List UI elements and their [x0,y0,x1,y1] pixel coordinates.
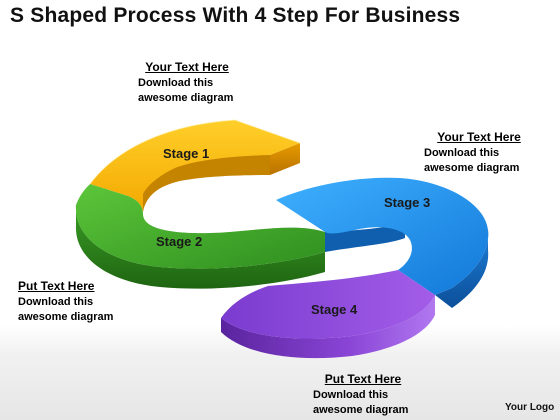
stage-3-label: Stage 3 [384,195,430,210]
text-note-left: Put Text Here Download this awesome diag… [18,279,138,325]
note-line: Download this [313,389,389,401]
stage-1-segment [89,119,301,214]
note-heading: Put Text Here [18,279,95,293]
logo-text: Your Logo [505,402,555,413]
stage-4-label: Stage 4 [311,302,358,317]
note-line: awesome diagram [138,92,234,104]
note-heading: Your Text Here [437,130,521,144]
note-heading: Put Text Here [324,372,402,386]
note-line: awesome diagram [313,404,409,416]
text-note-bottom: Put Text Here Download this awesome diag… [313,372,433,418]
stage-1-label: Stage 1 [163,146,209,161]
stage-4-segment [221,270,435,359]
stage-3-segment [276,177,489,308]
note-line: Download this [138,77,214,89]
text-note-right: Your Text Here Download this awesome dia… [424,130,534,176]
note-line: awesome diagram [424,162,520,174]
page-title: S Shaped Process With 4 Step For Busines… [10,4,461,27]
note-line: Download this [424,147,500,159]
note-line: awesome diagram [18,311,114,323]
note-heading: Your Text Here [145,60,229,74]
stage-2-label: Stage 2 [156,234,202,249]
text-note-top: Your Text Here Download this awesome dia… [128,60,246,106]
note-line: Download this [18,296,94,308]
stage-2-segment [75,184,325,289]
